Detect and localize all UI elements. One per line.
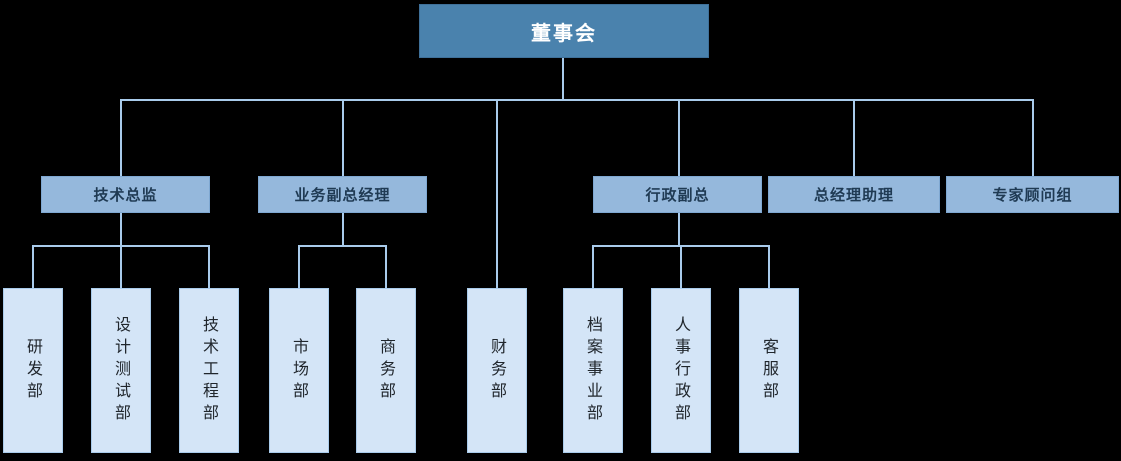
node-label: 市场部 [290, 337, 309, 404]
connector-bar-business-vp [298, 245, 386, 247]
node-label: 行政副总 [645, 186, 710, 204]
node-hr-admin-dept[interactable]: 人事行政部 [651, 288, 711, 453]
node-label: 董事会 [531, 20, 597, 45]
connector-trunk-bar [120, 99, 1034, 101]
connector-stem-admin-vp [678, 212, 680, 247]
node-label: 技术工程部 [200, 315, 219, 426]
node-label: 客服部 [760, 337, 779, 404]
node-admin-vp[interactable]: 行政副总 [593, 176, 762, 213]
node-design-test-dept[interactable]: 设计测试部 [91, 288, 151, 453]
connector-drop-marketing-dept [298, 245, 300, 288]
connector-drop-gm-assistant [853, 99, 855, 176]
node-tech-engineering-dept[interactable]: 技术工程部 [179, 288, 239, 453]
connector-drop-rd-dept [32, 245, 34, 288]
node-label: 财务部 [488, 337, 507, 404]
connector-drop-tech-director [120, 99, 122, 176]
connector-drop-business-vp [342, 99, 344, 176]
node-label: 总经理助理 [813, 186, 894, 204]
connector-drop-finance-dept [496, 99, 498, 288]
node-commerce-dept[interactable]: 商务部 [356, 288, 416, 453]
node-marketing-dept[interactable]: 市场部 [269, 288, 329, 453]
node-label: 研发部 [24, 337, 43, 404]
connector-drop-design-test-dept [120, 245, 122, 288]
node-gm-assistant[interactable]: 总经理助理 [768, 176, 940, 213]
node-archives-division[interactable]: 档案事业部 [563, 288, 623, 453]
connector-drop-expert-group [1032, 99, 1034, 176]
node-label: 业务副总经理 [294, 186, 391, 204]
node-tech-director[interactable]: 技术总监 [41, 176, 210, 213]
node-board-of-directors[interactable]: 董事会 [419, 4, 709, 58]
node-label: 人事行政部 [672, 315, 691, 426]
connector-drop-admin-vp [678, 99, 680, 176]
connector-drop-tech-eng-dept [208, 245, 210, 288]
connector-stem-tech-director [120, 212, 122, 247]
node-label: 档案事业部 [584, 315, 603, 426]
node-label: 专家顾问组 [992, 186, 1073, 204]
node-customer-service-dept[interactable]: 客服部 [739, 288, 799, 453]
node-label: 技术总监 [93, 186, 158, 204]
connector-drop-hr-admin-dept [680, 245, 682, 288]
node-rd-dept[interactable]: 研发部 [3, 288, 63, 453]
connector-drop-customer-service-dept [768, 245, 770, 288]
connector-root-stem [562, 58, 564, 100]
node-expert-advisory-group[interactable]: 专家顾问组 [946, 176, 1119, 213]
connector-stem-business-vp [342, 212, 344, 247]
node-finance-dept[interactable]: 财务部 [467, 288, 527, 453]
connector-drop-commerce-dept [385, 245, 387, 288]
node-business-vp[interactable]: 业务副总经理 [258, 176, 427, 213]
node-label: 商务部 [377, 337, 396, 404]
connector-drop-archives-div [592, 245, 594, 288]
node-label: 设计测试部 [112, 315, 131, 426]
